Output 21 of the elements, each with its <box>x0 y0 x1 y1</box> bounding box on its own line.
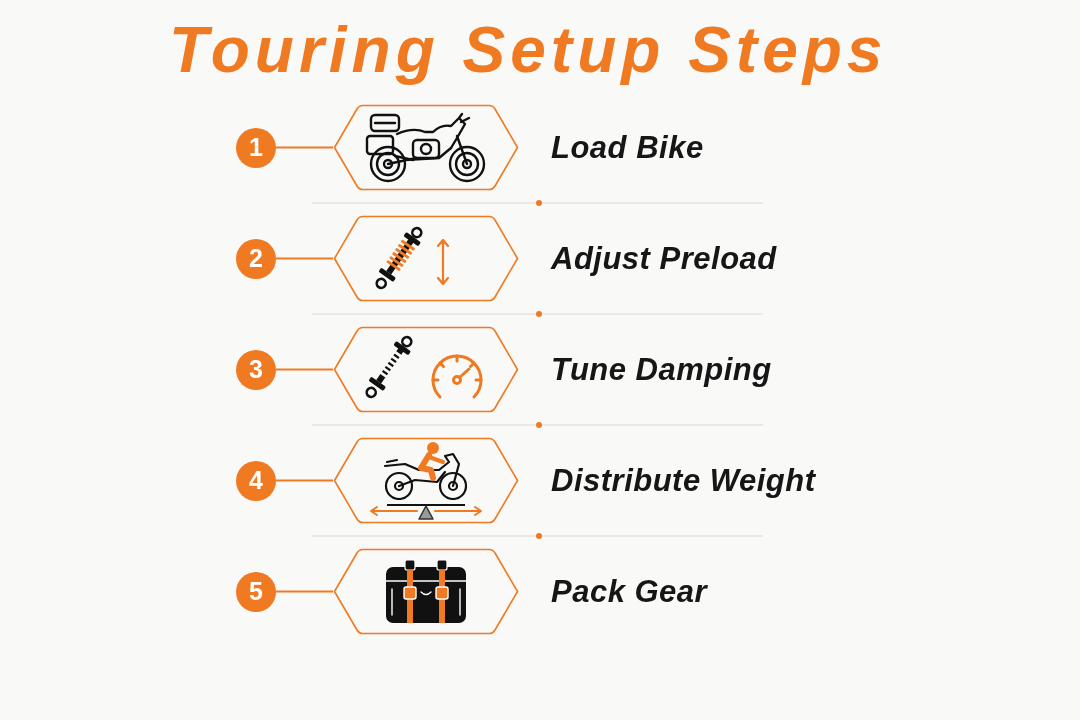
hexagon-frame <box>333 215 519 302</box>
connector-line <box>275 590 334 593</box>
step-label: Adjust Preload <box>551 240 777 278</box>
hexagon-frame <box>333 326 519 413</box>
step-number-circle: 5 <box>236 571 276 612</box>
step-number-circle: 2 <box>236 238 276 279</box>
step-label: Pack Gear <box>551 573 708 611</box>
step-number-circle: 3 <box>236 349 276 390</box>
connector-line <box>275 146 334 149</box>
connector-line <box>275 257 334 260</box>
title: Touring Setup Steps <box>169 14 888 86</box>
hexagon-frame <box>333 437 519 524</box>
connector-line <box>275 368 334 371</box>
step-label: Distribute Weight <box>551 462 816 500</box>
step-label: Tune Damping <box>551 351 772 389</box>
hexagon-frame <box>333 104 519 191</box>
step-label: Load Bike <box>551 129 704 167</box>
hexagon-frame <box>333 548 519 635</box>
step-number-circle: 1 <box>236 127 276 168</box>
step-number-circle: 4 <box>236 460 276 501</box>
connector-line <box>275 479 334 482</box>
